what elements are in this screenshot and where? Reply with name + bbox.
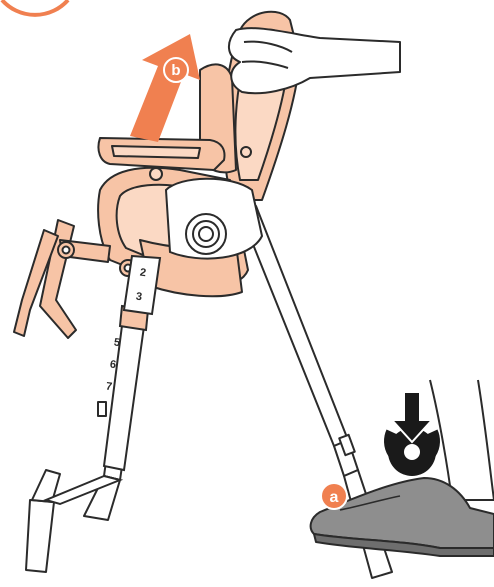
height-mark-7: 7 [105, 380, 113, 393]
step-number-circle [2, 0, 68, 15]
hand-icon [229, 28, 400, 93]
height-adjust-tube: 5 6 7 [104, 306, 148, 470]
hinge-hub [166, 179, 262, 259]
step-a-label: a [330, 489, 339, 506]
step-b-label: b [171, 62, 180, 79]
step-a-badge: a [321, 483, 347, 509]
down-press-icon [388, 392, 436, 476]
up-arrow-icon: b [130, 34, 200, 142]
